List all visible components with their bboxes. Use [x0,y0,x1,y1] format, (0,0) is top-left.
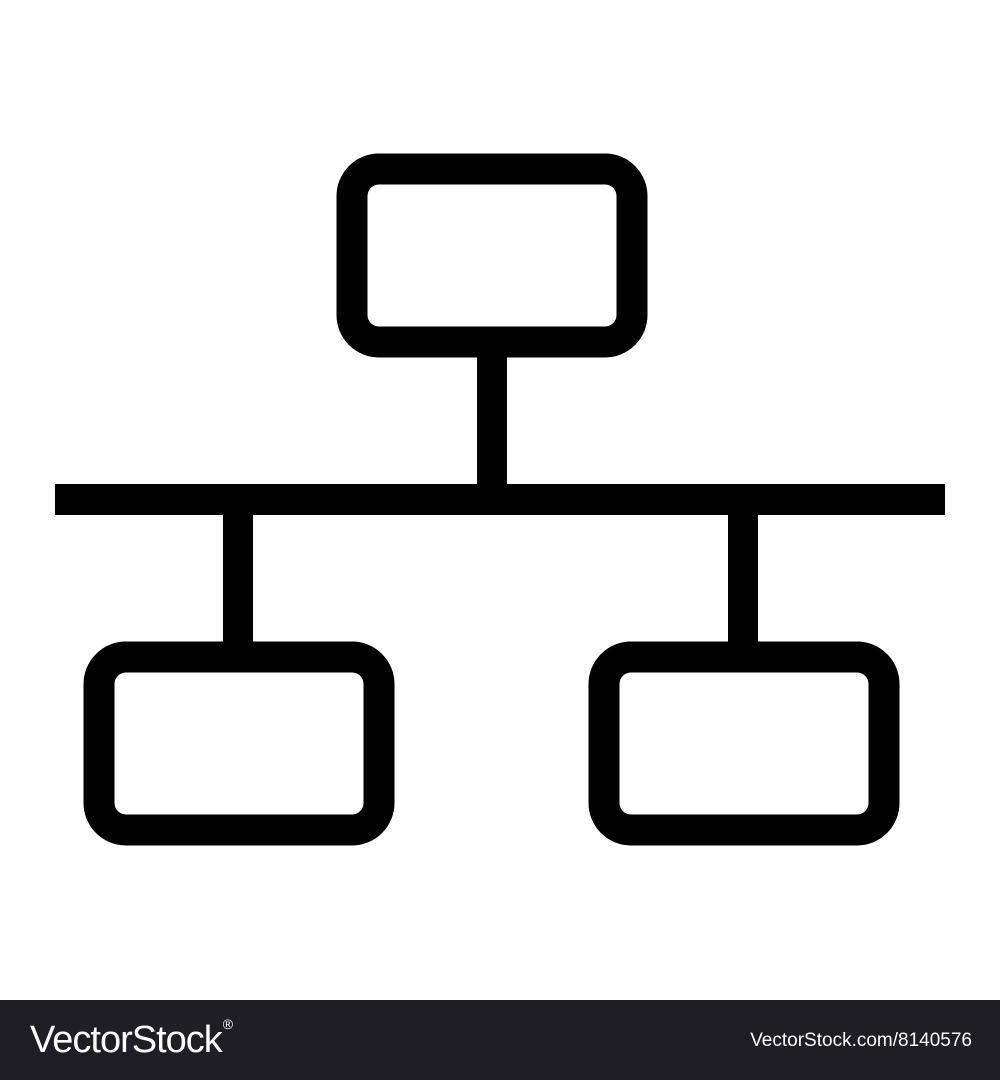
network-hierarchy-icon [55,153,945,846]
left-child-node-box [83,641,395,846]
registered-mark: ® [222,1016,233,1032]
image-reference: VectorStock.com/8140576 [750,1029,972,1051]
bus-line [55,484,945,515]
brand-name: VectorStock [30,1019,223,1061]
watermark-footer: VectorStock® VectorStock.com/8140576 [0,1000,1000,1080]
right-child-node-box [588,641,900,846]
root-node-box [336,153,648,358]
vectorstock-logo: VectorStock® [30,1017,233,1061]
